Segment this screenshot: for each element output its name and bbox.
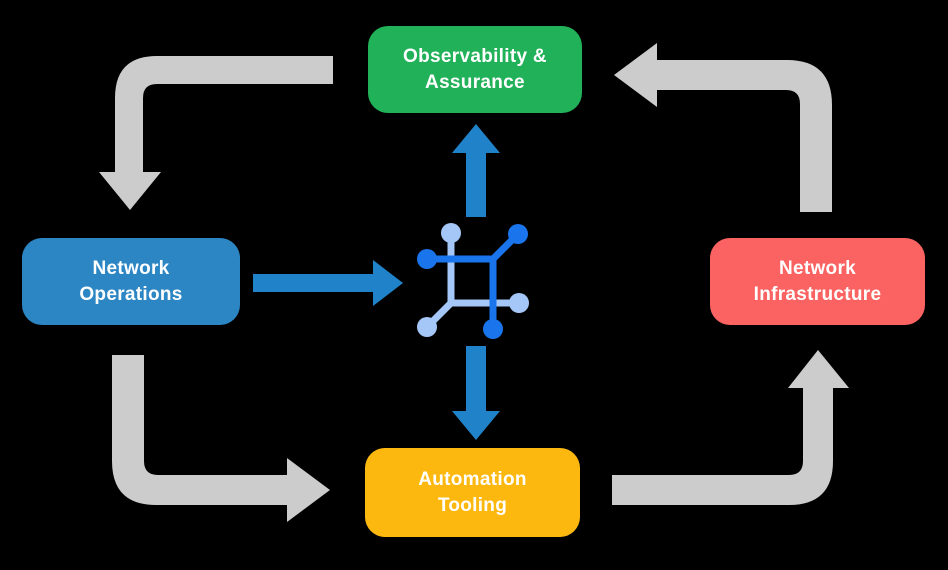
node-operations-label: Network Operations [79, 256, 182, 306]
node-operations-label-line2: Operations [79, 283, 183, 305]
node-tooling-label-line2: Tooling [437, 494, 508, 516]
node-automation-tooling: Automation Tooling [365, 448, 580, 537]
network-automation-icon [417, 223, 529, 339]
arrow-operations-to-center [253, 260, 403, 306]
node-network-operations: Network Operations [22, 238, 240, 325]
node-network-infrastructure: Network Infrastructure [710, 238, 925, 325]
icon-dark-node-left [417, 249, 437, 269]
icon-light-node-bottomleft [417, 317, 437, 337]
arrow-observability-to-operations [99, 56, 333, 210]
node-infrastructure-label-line1: Network [778, 258, 857, 280]
icon-dark-node-bottom [483, 319, 503, 339]
arrow-operations-to-tooling [112, 355, 330, 522]
node-tooling-label: Automation Tooling [418, 467, 527, 517]
node-infrastructure-label-line2: Infrastructure [753, 283, 882, 305]
node-infrastructure-label: Network Infrastructure [754, 256, 882, 306]
node-observability-assurance: Observability & Assurance [368, 26, 582, 113]
icon-dark-node-topright [508, 224, 528, 244]
arrow-tooling-to-infrastructure [612, 350, 849, 505]
node-operations-label-line1: Network [92, 258, 170, 280]
icon-light-node-top [441, 223, 461, 243]
arrow-center-to-tooling [452, 346, 500, 440]
icon-light-node-right [509, 293, 529, 313]
arrow-center-to-observability [452, 124, 500, 217]
node-observability-label-line1: Observability & [403, 46, 547, 68]
node-tooling-label-line1: Automation [418, 469, 527, 491]
node-observability-label-line2: Assurance [425, 71, 525, 93]
arrow-infrastructure-to-observability [614, 43, 832, 212]
node-observability-label: Observability & Assurance [403, 44, 547, 94]
